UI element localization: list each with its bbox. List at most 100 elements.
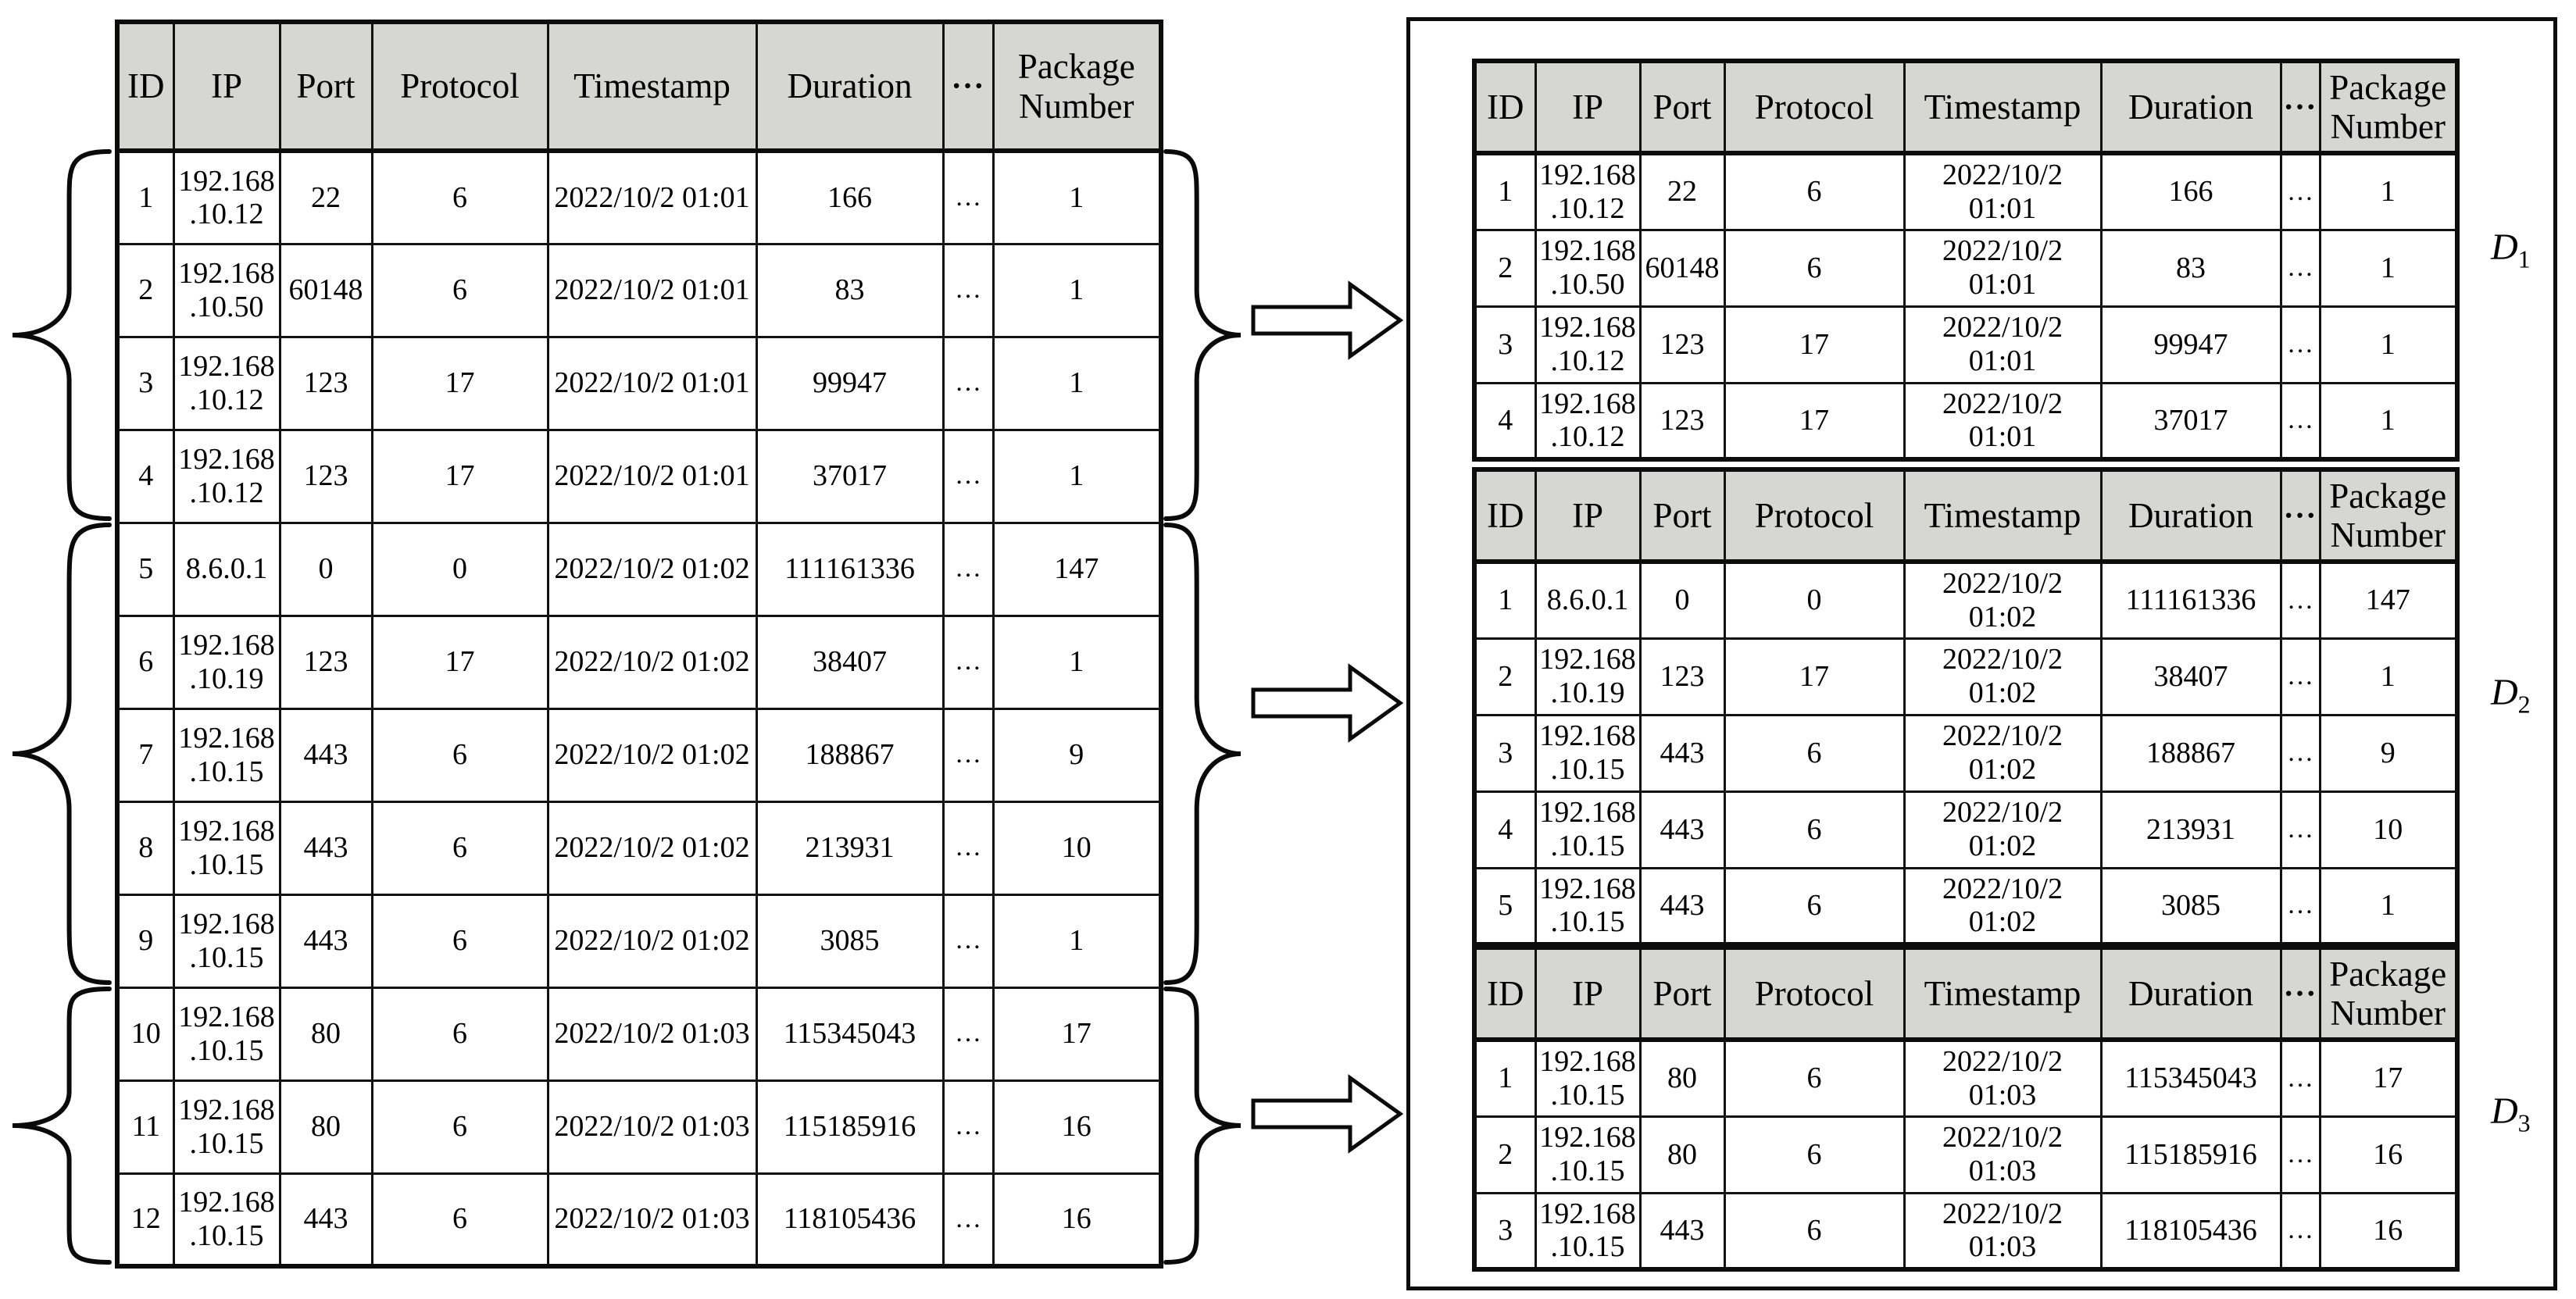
cell-id: 3 — [1473, 1191, 1537, 1271]
cell-protocol: 6 — [370, 1079, 549, 1175]
column-header-ellipsis: ··· — [941, 20, 995, 153]
column-header-protocol: Protocol — [1723, 59, 1906, 155]
cell-ip: 192.168 .10.15 — [172, 707, 281, 803]
dataset-label-base: D — [2491, 1090, 2518, 1132]
cell-package-number: 1 — [2318, 305, 2459, 384]
cell-ellipsis: … — [941, 986, 995, 1082]
cell-ip: 192.168 .10.15 — [1534, 866, 1642, 946]
cell-port: 123 — [278, 335, 373, 431]
cell-id: 3 — [116, 335, 175, 431]
cell-ip: 192.168 .10.12 — [172, 428, 281, 524]
cell-ip: 192.168 .10.15 — [172, 986, 281, 1082]
cell-duration: 111161336 — [755, 521, 945, 617]
cell-id: 4 — [116, 428, 175, 524]
cell-protocol: 6 — [1723, 866, 1906, 946]
cell-protocol: 6 — [1723, 1115, 1906, 1194]
cell-id: 1 — [1473, 152, 1537, 231]
column-header-timestamp: Timestamp — [1903, 946, 2103, 1042]
column-header-duration: Duration — [2099, 468, 2282, 564]
cell-id: 2 — [1473, 637, 1537, 716]
cell-port: 60148 — [1638, 228, 1726, 308]
cell-package-number: 9 — [2318, 713, 2459, 793]
cell-id: 12 — [116, 1172, 175, 1268]
cell-ellipsis: … — [2279, 1191, 2321, 1271]
cell-ip: 192.168 .10.15 — [1534, 1115, 1642, 1194]
cell-id: 8 — [116, 800, 175, 896]
cell-id: 3 — [1473, 713, 1537, 793]
cell-package-number: 16 — [991, 1079, 1163, 1175]
column-header-duration: Duration — [755, 20, 945, 153]
cell-duration: 115345043 — [755, 986, 945, 1082]
cell-ellipsis: … — [941, 521, 995, 617]
cell-ellipsis: … — [2279, 866, 2321, 946]
column-header-package-number: Package Number — [2318, 946, 2459, 1042]
group-brace-left-1 — [12, 149, 112, 521]
cell-duration: 37017 — [2099, 381, 2282, 461]
cell-package-number: 9 — [991, 707, 1163, 803]
column-header-duration: Duration — [2099, 946, 2282, 1042]
cell-port: 443 — [1638, 1191, 1726, 1271]
cell-id: 6 — [116, 614, 175, 710]
column-header-package-number: Package Number — [2318, 59, 2459, 155]
group-brace-left-3 — [12, 987, 112, 1265]
dataset-label-subscript: 1 — [2517, 244, 2531, 273]
cell-timestamp: 2022/10/2 01:03 — [1903, 1115, 2103, 1194]
cell-id: 1 — [1473, 560, 1537, 640]
dataset-label-d3: D3 — [2491, 1090, 2565, 1136]
column-header-id: ID — [1473, 946, 1537, 1042]
cell-timestamp: 2022/10/2 01:03 — [546, 986, 758, 1082]
column-header-protocol: Protocol — [1723, 946, 1906, 1042]
cell-duration: 83 — [755, 242, 945, 338]
cell-timestamp: 2022/10/2 01:01 — [1903, 152, 2103, 231]
cell-package-number: 1 — [991, 335, 1163, 431]
cell-ip: 192.168 .10.15 — [172, 893, 281, 989]
cell-protocol: 17 — [370, 428, 549, 524]
cell-id: 2 — [1473, 228, 1537, 308]
column-header-ip: IP — [1534, 59, 1642, 155]
column-header-timestamp: Timestamp — [1903, 468, 2103, 564]
cell-ip: 192.168 .10.15 — [1534, 713, 1642, 793]
column-header-id: ID — [116, 20, 175, 153]
cell-timestamp: 2022/10/2 01:02 — [1903, 637, 2103, 716]
cell-timestamp: 2022/10/2 01:01 — [1903, 228, 2103, 308]
cell-timestamp: 2022/10/2 01:03 — [546, 1079, 758, 1175]
cell-package-number: 16 — [2318, 1115, 2459, 1194]
cell-port: 80 — [278, 1079, 373, 1175]
cell-package-number: 17 — [991, 986, 1163, 1082]
arrow-icon-1 — [1251, 280, 1404, 360]
cell-ip: 192.168 .10.50 — [1534, 228, 1642, 308]
cell-id: 1 — [116, 149, 175, 245]
cell-timestamp: 2022/10/2 01:03 — [1903, 1191, 2103, 1271]
cell-package-number: 16 — [991, 1172, 1163, 1268]
cell-ip: 192.168 .10.15 — [172, 800, 281, 896]
cell-ellipsis: … — [2279, 1038, 2321, 1118]
cell-timestamp: 2022/10/2 01:01 — [546, 428, 758, 524]
cell-timestamp: 2022/10/2 01:01 — [546, 149, 758, 245]
cell-ellipsis: … — [2279, 1115, 2321, 1194]
cell-port: 123 — [1638, 381, 1726, 461]
column-header-port: Port — [1638, 468, 1726, 564]
cell-id: 11 — [116, 1079, 175, 1175]
column-header-ellipsis: ··· — [2279, 468, 2321, 564]
column-header-protocol: Protocol — [370, 20, 549, 153]
column-header-timestamp: Timestamp — [1903, 59, 2103, 155]
cell-ip: 192.168 .10.50 — [172, 242, 281, 338]
cell-timestamp: 2022/10/2 01:02 — [1903, 560, 2103, 640]
column-header-port: Port — [1638, 59, 1726, 155]
cell-package-number: 10 — [991, 800, 1163, 896]
cell-ellipsis: … — [2279, 228, 2321, 308]
cell-protocol: 6 — [370, 149, 549, 245]
cell-duration: 213931 — [2099, 790, 2282, 869]
cell-port: 443 — [1638, 790, 1726, 869]
